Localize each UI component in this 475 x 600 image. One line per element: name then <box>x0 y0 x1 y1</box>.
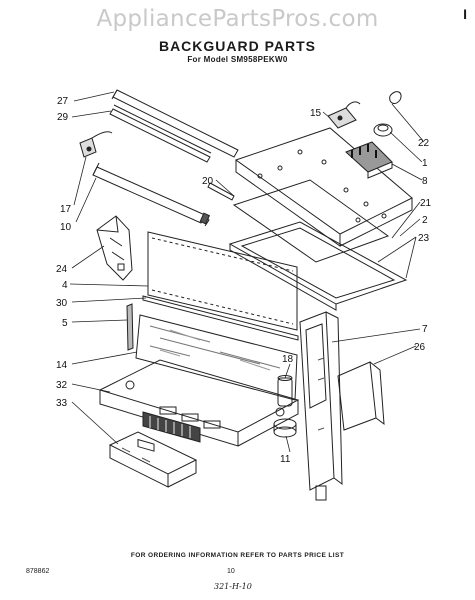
bracket-11 <box>273 418 297 438</box>
lamp-socket-17 <box>79 131 113 158</box>
part-label-33: 33 <box>56 398 68 409</box>
part-label-32: 32 <box>56 380 68 391</box>
fluorescent-tube-10 <box>92 162 211 227</box>
trim-strip-27 <box>111 89 239 158</box>
side-cover-26 <box>337 361 385 431</box>
strip-20 <box>207 182 235 201</box>
end-trim-5 <box>126 303 134 351</box>
control-panel-frame-32 <box>98 359 300 452</box>
part-label-15: 15 <box>310 108 322 119</box>
sheet-21 <box>232 179 390 263</box>
part-label-29: 29 <box>57 112 69 123</box>
frame-23 <box>228 221 408 311</box>
part-label-24: 24 <box>56 264 68 275</box>
clamp-15 <box>327 101 361 129</box>
part-label-26: 26 <box>414 342 426 353</box>
trim-strip-29 <box>109 104 212 163</box>
part-label-7: 7 <box>422 324 428 335</box>
model-subtitle: For Model SM958PEKW0 <box>187 55 288 64</box>
part-label-14: 14 <box>56 360 68 371</box>
handwritten-note: 321-H-10 <box>214 582 252 591</box>
terminal-block-8 <box>345 141 393 179</box>
page-number: 10 <box>227 568 235 575</box>
part-label-1: 1 <box>422 158 428 169</box>
wire-clip-22 <box>373 91 402 137</box>
capacitor-18 <box>277 375 293 407</box>
backguard-panel-4 <box>147 231 298 331</box>
end-bracket-7 <box>299 311 343 501</box>
part-label-22: 22 <box>418 138 430 149</box>
watermark: AppliancePartsPros.com <box>96 6 379 32</box>
leader-lines <box>69 91 425 453</box>
strip-30 <box>142 295 299 341</box>
ordering-info-note: FOR ORDERING INFORMATION REFER TO PARTS … <box>130 552 345 559</box>
top-panel <box>234 127 413 247</box>
part-label-4: 4 <box>62 280 68 291</box>
part-label-10: 10 <box>60 222 72 233</box>
part-label-17: 17 <box>60 204 72 215</box>
corner-mark: I <box>463 6 467 22</box>
part-label-18: 18 <box>282 354 294 365</box>
switch-cluster <box>142 411 201 443</box>
glass-panel-14 <box>135 314 298 401</box>
part-label-5: 5 <box>62 318 68 329</box>
page-title: BACKGUARD PARTS <box>158 38 317 54</box>
part-label-23: 23 <box>418 233 430 244</box>
part-label-30: 30 <box>56 298 68 309</box>
lamp-bracket-24 <box>96 215 133 281</box>
bottom-cover-33 <box>108 431 198 488</box>
part-label-27: 27 <box>57 96 69 107</box>
part-number-labels: 27 29 15 22 1 8 17 20 21 10 2 23 24 4 30… <box>56 96 432 465</box>
part-label-11: 11 <box>280 454 291 465</box>
part-label-8: 8 <box>422 176 428 187</box>
document-number: 878862 <box>26 568 50 575</box>
part-label-2: 2 <box>422 215 428 226</box>
part-label-20: 20 <box>202 176 214 187</box>
part-label-21: 21 <box>420 198 432 209</box>
